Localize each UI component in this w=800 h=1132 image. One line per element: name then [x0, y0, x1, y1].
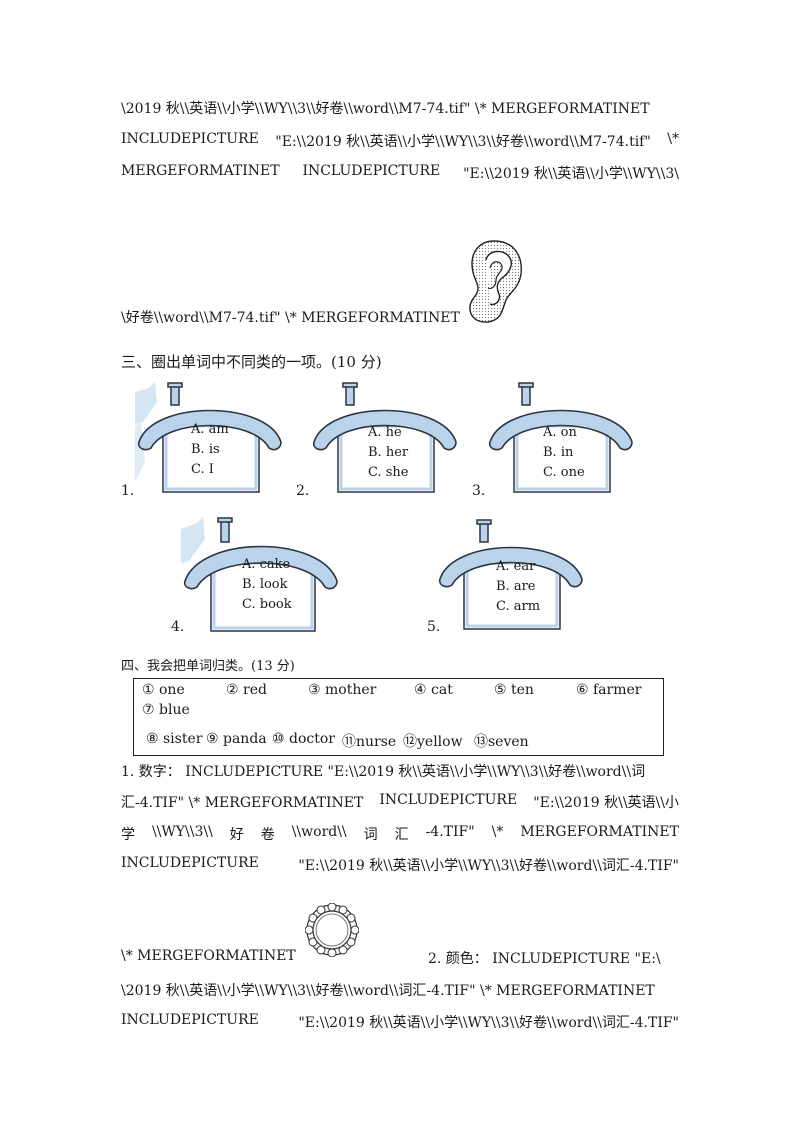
word-item: ⑩ doctor — [272, 731, 335, 747]
answer-line: \* MERGEFORMATINET — [121, 948, 296, 964]
text-token: "E:\\2019 秋\\英语\\小学\\WY\\3\ — [463, 166, 679, 182]
word-item: ② red — [226, 682, 267, 698]
house-number: 3. — [472, 483, 486, 499]
text-token: MERGEFORMATINET — [121, 163, 280, 179]
text-token: 词 — [363, 827, 378, 843]
house-1: A. am B. is C. I — [135, 382, 285, 497]
text-token: 汇 — [394, 827, 409, 843]
option-a: A. cake — [242, 557, 291, 572]
option-c: C. I — [191, 462, 214, 477]
option-b: B. in — [543, 445, 574, 460]
option-a: A. he — [368, 425, 402, 440]
word-item: ⑧ sister — [146, 731, 203, 747]
answer-line: \2019 秋\\英语\\小学\\WY\\3\\好卷\\word\\词汇-4.T… — [121, 983, 655, 999]
house-number: 4. — [171, 619, 185, 635]
word-item: ⑦ blue — [142, 702, 190, 718]
text-token: \\WY\\3\\ — [151, 824, 213, 840]
house-number: 5. — [427, 619, 441, 635]
section-4-title: 四、我会把单词归类。(13 分) — [121, 659, 295, 674]
word-item: ⑫yellow — [403, 734, 463, 750]
section-3-title: 三、圈出单词中不同类的一项。(10 分) — [121, 353, 382, 371]
text-token: 卷 — [260, 827, 275, 843]
answer-line: 学 \\WY\\3\\ 好 卷 \\word\\ 词 汇 -4.TIF" \* … — [121, 824, 679, 844]
answer-line: 2. 颜色： INCLUDEPICTURE "E:\ — [428, 951, 661, 967]
word-item: ① one — [142, 682, 185, 698]
text-token: -4.TIF" — [425, 824, 475, 840]
option-a: A. am — [191, 422, 229, 437]
house-5: A. ear B. are C. arm — [436, 519, 586, 634]
text-line: \2019 秋\\英语\\小学\\WY\\3\\好卷\\word\\M7-74.… — [121, 101, 650, 117]
text-token: "E:\\2019 秋\\英语\\小学\\WY\\3\\好卷\\word\\词汇… — [298, 1015, 679, 1031]
house-3: A. on B. in C. one — [486, 382, 636, 497]
word-item: ⑬seven — [474, 734, 529, 750]
house-4: A. cake B. look C. book — [181, 517, 341, 635]
word-item: ⑨ panda — [206, 731, 267, 747]
word-item: ④ cat — [414, 682, 453, 698]
text-token: "E:\\2019 秋\\英语\\小学\\WY\\3\\好卷\\word\\M7… — [275, 134, 651, 150]
text-token: INCLUDEPICTURE — [302, 163, 441, 179]
text-token: INCLUDEPICTURE — [121, 1012, 259, 1028]
option-b: B. her — [368, 445, 409, 460]
option-c: C. she — [368, 465, 409, 480]
option-b: B. look — [242, 577, 288, 592]
text-token: 学 — [121, 827, 135, 843]
text-token: \* — [491, 824, 504, 840]
answer-line: 汇-4.TIF" \* MERGEFORMATINET INCLUDEPICTU… — [121, 792, 679, 812]
house-number: 2. — [296, 483, 310, 499]
text-line: INCLUDEPICTURE "E:\\2019 秋\\英语\\小学\\WY\\… — [121, 131, 679, 151]
word-item: ⑤ ten — [494, 682, 534, 698]
text-line: \好卷\\word\\M7-74.tif" \* MERGEFORMATINET — [121, 310, 460, 326]
option-b: B. is — [191, 442, 220, 457]
option-a: A. on — [543, 425, 577, 440]
text-token: MERGEFORMATINET — [520, 824, 679, 840]
text-token: INCLUDEPICTURE — [121, 131, 259, 147]
option-c: C. book — [242, 597, 292, 612]
option-a: A. ear — [496, 559, 536, 574]
flower-badge-image — [304, 902, 360, 961]
ear-image — [466, 238, 524, 328]
house-number: 1. — [121, 483, 135, 499]
word-bank-box: ① one ② red ③ mother ④ cat ⑤ ten ⑥ farme… — [133, 678, 664, 756]
text-line: MERGEFORMATINET INCLUDEPICTURE "E:\\2019… — [121, 163, 679, 183]
text-token: "E:\\2019 秋\\英语\\小学\\WY\\3\\好卷\\word\\词汇… — [298, 858, 679, 874]
answer-line: 1. 数字： INCLUDEPICTURE "E:\\2019 秋\\英语\\小… — [121, 764, 646, 780]
text-token: INCLUDEPICTURE — [121, 855, 259, 871]
word-item: ⑪nurse — [342, 734, 397, 750]
option-c: C. arm — [496, 599, 541, 614]
text-token: "E:\\2019 秋\\英语\\小 — [533, 795, 679, 811]
text-token: 好 — [229, 827, 244, 843]
option-c: C. one — [543, 465, 585, 480]
word-item: ③ mother — [308, 682, 377, 698]
text-token: \* — [667, 131, 679, 147]
text-token: 汇-4.TIF" \* MERGEFORMATINET — [121, 795, 364, 811]
text-token: \\word\\ — [291, 824, 347, 840]
answer-line: INCLUDEPICTURE "E:\\2019 秋\\英语\\小学\\WY\\… — [121, 855, 679, 875]
house-2: A. he B. her C. she — [310, 382, 460, 497]
option-b: B. are — [496, 579, 536, 594]
word-item: ⑥ farmer — [576, 682, 642, 698]
answer-line: INCLUDEPICTURE "E:\\2019 秋\\英语\\小学\\WY\\… — [121, 1012, 679, 1032]
text-token: INCLUDEPICTURE — [379, 792, 518, 808]
